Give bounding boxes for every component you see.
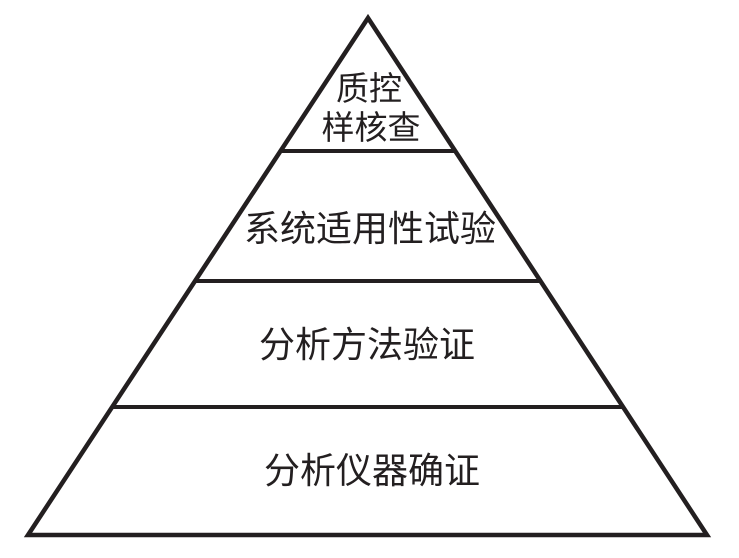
pyramid-level-1-label-line-2: 样核查 <box>322 110 421 147</box>
pyramid-level-4-label: 分析仪器确证 <box>264 451 480 491</box>
pyramid-level-2-label: 系统适用性试验 <box>244 209 496 249</box>
pyramid-level-1-label-line-1: 质控 <box>336 71 402 108</box>
pyramid-outline <box>23 13 712 538</box>
pyramid-level-3-label: 分析方法验证 <box>259 325 475 365</box>
